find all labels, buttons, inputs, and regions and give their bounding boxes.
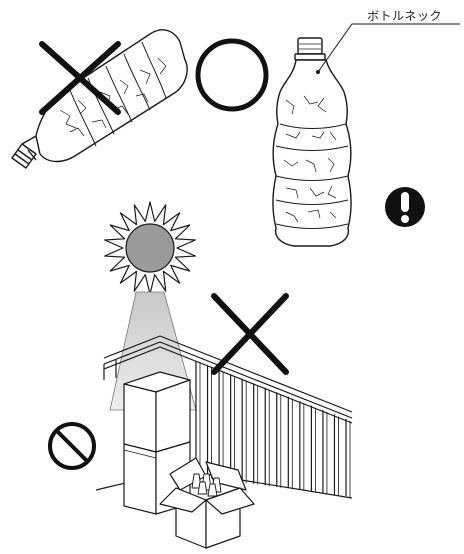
wrong-mark-balcony xyxy=(214,296,286,372)
prohibition-icon xyxy=(50,424,94,468)
upright-bottle xyxy=(273,38,351,246)
callout-leader xyxy=(318,24,460,72)
caution-icon xyxy=(385,187,425,227)
correct-mark xyxy=(198,41,266,109)
sun-icon xyxy=(105,202,196,294)
bottleneck-label: ボトルネック xyxy=(367,7,442,24)
